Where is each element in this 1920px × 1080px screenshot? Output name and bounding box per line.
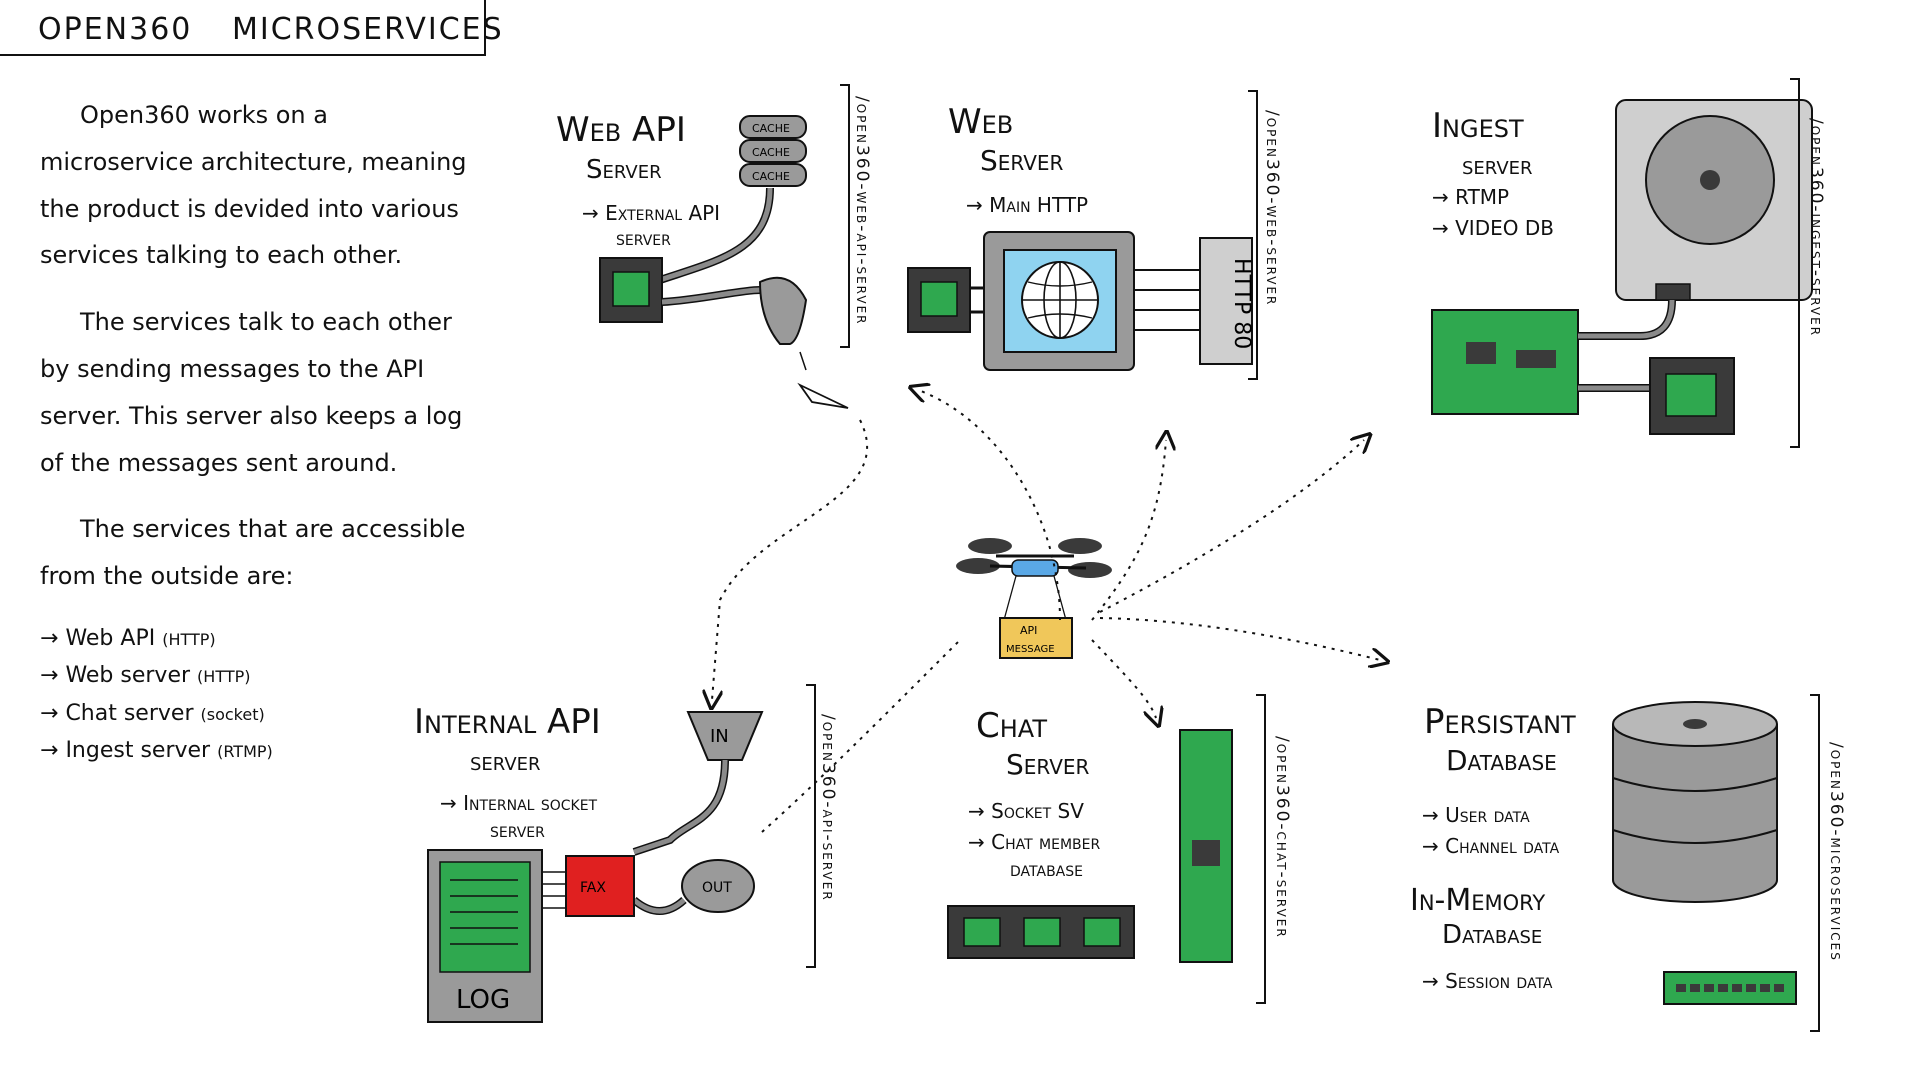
ethernet-port-icon bbox=[1649, 357, 1735, 435]
svg-text:OUT: OUT bbox=[702, 880, 732, 896]
svg-text:LOG: LOG bbox=[456, 985, 510, 1015]
chat-path-label: /open360-chat-server bbox=[1272, 736, 1292, 939]
svg-text:MESSAGE: MESSAGE bbox=[1006, 644, 1055, 655]
fax-machine-icon: FAX bbox=[565, 855, 635, 917]
svg-text:CACHE: CACHE bbox=[752, 170, 790, 183]
ram-stick-icon bbox=[1179, 729, 1233, 963]
title-section: MICROSERVICES bbox=[232, 12, 504, 47]
bracket bbox=[1810, 694, 1820, 1032]
bracket bbox=[1256, 694, 1266, 1004]
internal-api-path-label: /open360-api-server bbox=[818, 714, 838, 902]
message-connectors bbox=[712, 390, 1380, 833]
chat-detail: database bbox=[1010, 857, 1083, 881]
database-path-label: /open360-microservices bbox=[1826, 742, 1846, 962]
list-item: Chat server (socket) bbox=[40, 695, 480, 732]
list-item: Web API (HTTP) bbox=[40, 620, 480, 657]
internal-api-details: Internal socket server bbox=[440, 788, 597, 846]
ingest-detail: VIDEO DB bbox=[1432, 213, 1554, 244]
svg-text:CACHE: CACHE bbox=[752, 146, 790, 159]
chat-detail: Chat member bbox=[968, 827, 1100, 858]
bracket bbox=[1790, 78, 1800, 448]
web-server-path-label: /open360-web-server bbox=[1262, 110, 1282, 307]
web-server-title: Web Server bbox=[948, 102, 1064, 178]
funnel-icon bbox=[758, 276, 808, 345]
svg-text:HTTP 80: HTTP 80 bbox=[1229, 258, 1254, 349]
bracket bbox=[1248, 90, 1258, 380]
memory-database-details: Session data bbox=[1422, 966, 1552, 997]
title-product: OPEN360 bbox=[38, 12, 193, 47]
log-device-icon: LOG bbox=[427, 849, 543, 1023]
ethernet-port-icon bbox=[907, 267, 971, 333]
list-item: Web server (HTTP) bbox=[40, 657, 480, 694]
intro-paragraph-1: Open360 works on a microservice architec… bbox=[40, 101, 467, 270]
memory-module-icon bbox=[1663, 971, 1797, 1005]
paper-plane-icon bbox=[797, 382, 849, 409]
web-server-details: Main HTTP bbox=[966, 190, 1088, 221]
ingest-details: RTMP VIDEO DB bbox=[1432, 182, 1554, 244]
database-detail: Channel data bbox=[1422, 831, 1559, 862]
intro-paragraph-3: The services that are accessible from th… bbox=[40, 515, 466, 591]
database-title: Persistant Database bbox=[1424, 702, 1576, 778]
chat-detail: Socket SV bbox=[968, 796, 1100, 827]
title-box: OPEN360 MICROSERVICES bbox=[0, 0, 502, 56]
in-funnel-icon: IN bbox=[686, 711, 764, 761]
accessible-services-list: Web API (HTTP) Web server (HTTP) Chat se… bbox=[40, 620, 480, 770]
drone-icon bbox=[956, 538, 1112, 621]
svg-text:IN: IN bbox=[710, 726, 729, 747]
chat-details: Socket SV Chat member database bbox=[968, 796, 1100, 885]
database-detail: Session data bbox=[1422, 966, 1552, 997]
list-item: Ingest server (RTMP) bbox=[40, 732, 480, 769]
ingest-detail: RTMP bbox=[1432, 182, 1554, 213]
internal-api-title: Internal API server bbox=[414, 702, 601, 778]
internal-api-detail: Internal socket bbox=[440, 788, 597, 819]
intro-text: Open360 works on a microservice architec… bbox=[40, 92, 480, 770]
bracket bbox=[806, 684, 816, 968]
cache-stack-icon: CACHE CACHE CACHE bbox=[739, 115, 807, 187]
memory-database-title: In-Memory Database bbox=[1410, 883, 1546, 950]
svg-text:CACHE: CACHE bbox=[752, 122, 790, 135]
web-api-detail: server bbox=[616, 226, 671, 250]
bracket bbox=[840, 84, 850, 348]
web-api-details: External API server bbox=[582, 198, 720, 254]
api-message-package-icon: API MESSAGE bbox=[999, 617, 1073, 659]
switch-ports-icon bbox=[947, 905, 1135, 959]
internal-api-detail: server bbox=[490, 818, 545, 842]
chat-title: Chat Server bbox=[976, 706, 1090, 782]
ethernet-port-icon bbox=[599, 257, 663, 323]
out-funnel-icon: OUT bbox=[681, 859, 755, 913]
circuit-board-icon bbox=[1431, 309, 1579, 415]
web-api-path-label: /open360-web-api-server bbox=[852, 96, 872, 326]
web-api-detail: External API bbox=[582, 198, 720, 229]
svg-text:API: API bbox=[1020, 624, 1037, 637]
web-api-title: Web API Server bbox=[556, 110, 686, 186]
hard-drive-icon bbox=[1615, 99, 1813, 301]
svg-text:FAX: FAX bbox=[580, 880, 606, 896]
port-block-icon: HTTP 80 bbox=[1199, 237, 1254, 365]
globe-icon bbox=[1021, 261, 1099, 339]
ingest-path-label: /open360-ingest-server bbox=[1806, 118, 1826, 338]
database-details: User data Channel data bbox=[1422, 800, 1559, 862]
intro-paragraph-2: The services talk to each other by sendi… bbox=[40, 308, 463, 477]
ingest-title: Ingest server bbox=[1432, 106, 1533, 182]
database-detail: User data bbox=[1422, 800, 1559, 831]
web-server-detail: Main HTTP bbox=[966, 190, 1088, 221]
database-cylinder-icon bbox=[1612, 701, 1778, 903]
